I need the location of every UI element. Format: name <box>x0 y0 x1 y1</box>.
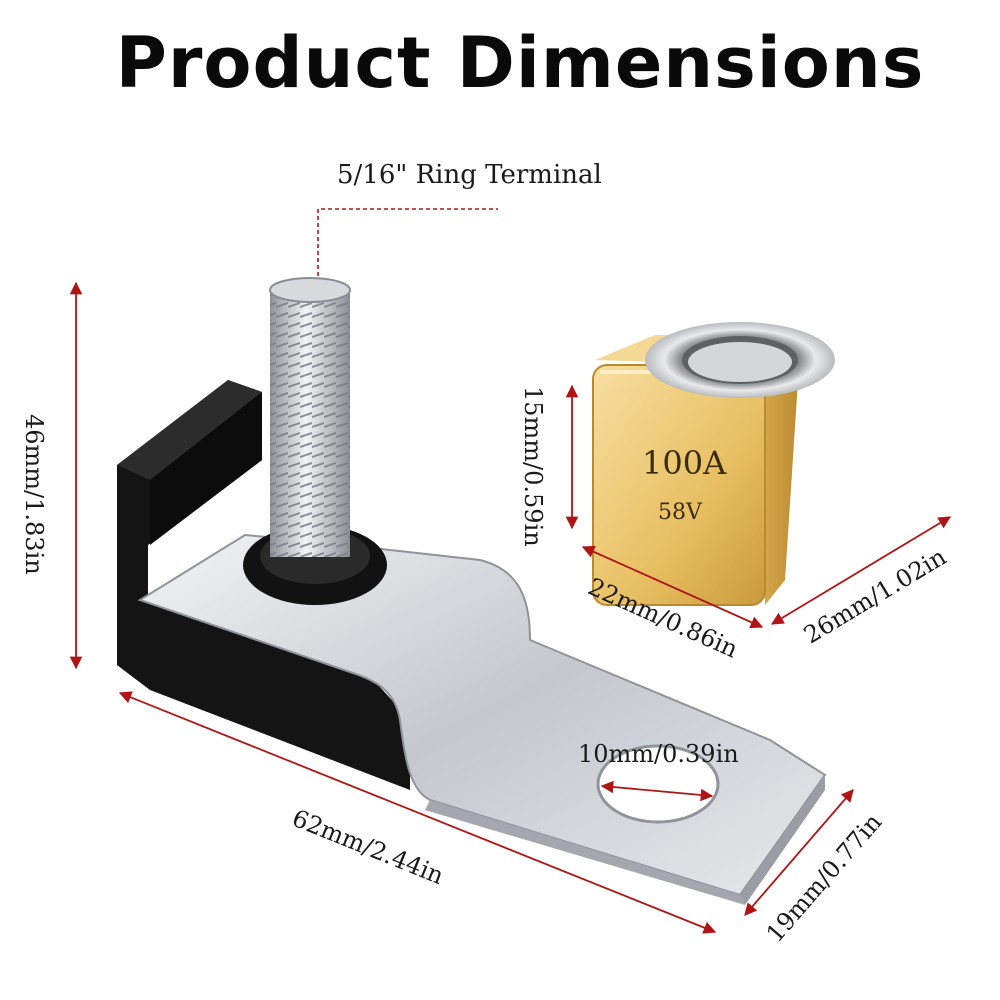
fuse-block <box>592 322 835 606</box>
hole-arrow <box>600 780 714 802</box>
fuse-width-arrow <box>581 545 764 629</box>
ring-terminal-label: 5/16" Ring Terminal <box>337 160 602 190</box>
fuse-depth-arrow <box>770 516 952 625</box>
fuse-rating-label: 100A <box>642 444 727 482</box>
dimension-arrows <box>69 281 952 934</box>
fuse-height-dimension-label: 15mm/0.59in <box>519 386 547 547</box>
hole-dimension-label: 10mm/0.39in <box>578 740 739 768</box>
black-mounting-block <box>117 380 410 790</box>
threaded-stud <box>243 277 387 605</box>
width-arrow <box>744 789 854 916</box>
page-title: Product Dimensions <box>115 22 925 104</box>
height-dimension-label: 46mm/1.83in <box>20 414 48 575</box>
fuse-voltage-label: 58V <box>658 500 702 525</box>
length-arrow <box>118 691 717 934</box>
